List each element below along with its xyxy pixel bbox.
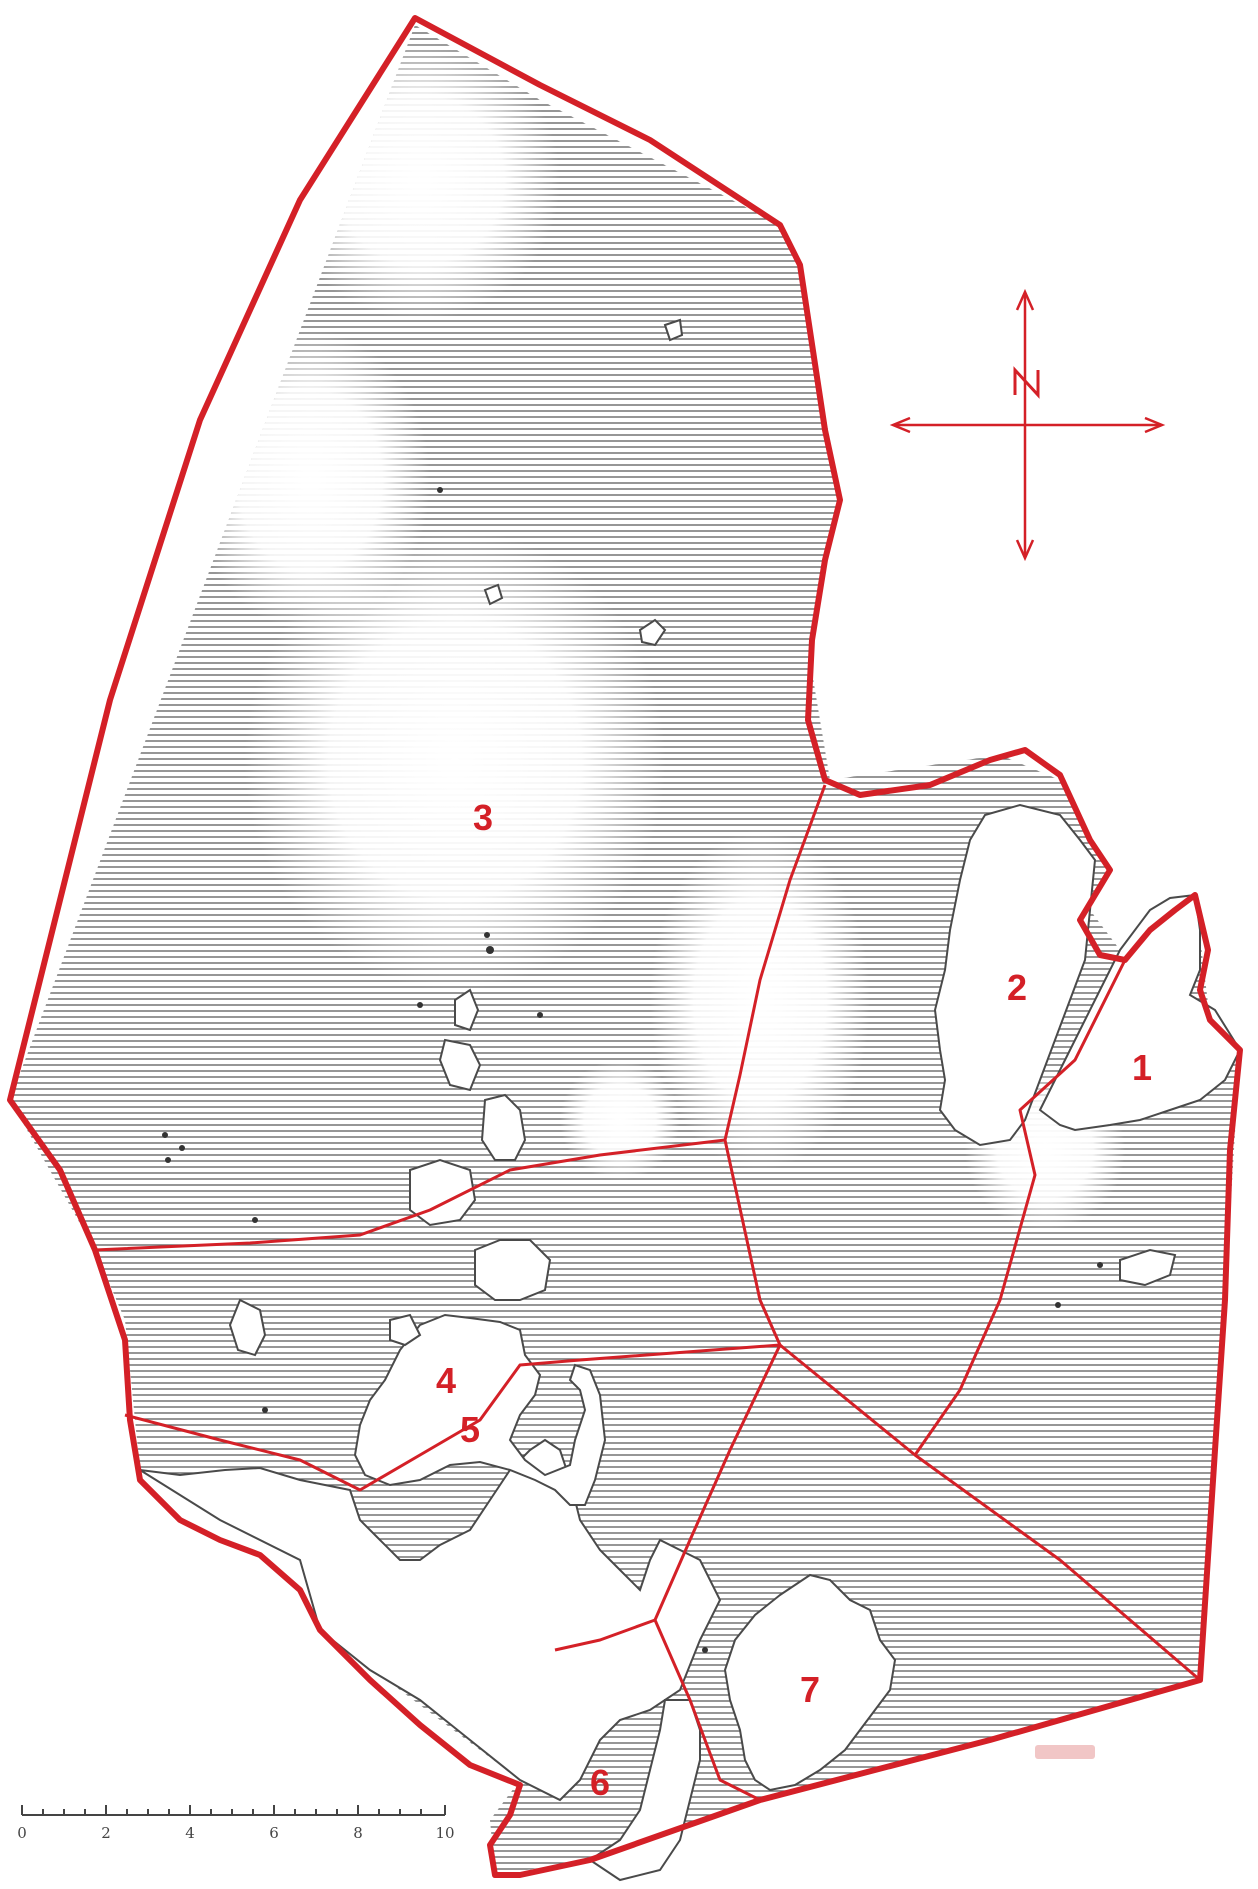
north-arrowhead-bottom xyxy=(1015,539,1035,562)
landmasses xyxy=(139,318,1242,1882)
region-label-6: 6 xyxy=(590,1762,610,1803)
region-label-1: 1 xyxy=(1132,1047,1152,1088)
boundary-7-east xyxy=(779,1343,1201,1682)
boundary-3-2 xyxy=(723,784,827,1141)
scale-tick-10: 10 xyxy=(435,1824,454,1842)
boundary-3-7 xyxy=(723,1139,782,1346)
mainland-south xyxy=(139,1438,722,1802)
scale-tick-8: 8 xyxy=(353,1824,363,1842)
west-arrowhead xyxy=(889,416,911,434)
region-label-7: 7 xyxy=(800,1669,820,1710)
islet-dots xyxy=(162,487,1103,1653)
peninsula-2 xyxy=(933,803,1097,1147)
east-arrowhead xyxy=(1144,416,1166,434)
scale-bar: 0 2 4 6 8 10 xyxy=(17,1805,455,1842)
scale-tick-6: 6 xyxy=(269,1824,279,1842)
boundary-lines xyxy=(7,15,1243,1878)
scale-tick-2: 2 xyxy=(101,1824,111,1842)
region-label-4: 4 xyxy=(436,1360,456,1401)
north-letter-glyph xyxy=(1013,366,1040,399)
boundary-2-1 xyxy=(913,959,1127,1456)
region-label-5: 5 xyxy=(460,1409,480,1450)
north-arrow xyxy=(889,288,1166,562)
faint-stamp-mark xyxy=(1035,1745,1095,1759)
outer-boundary xyxy=(7,15,1243,1878)
boundary-4-5 xyxy=(124,1343,781,1492)
region-label-2: 2 xyxy=(1007,967,1027,1008)
boundary-6-west xyxy=(554,1618,656,1652)
region-labels: 1 2 3 4 5 6 7 xyxy=(436,797,1152,1803)
island-7 xyxy=(723,1573,897,1792)
boundary-3-4 xyxy=(94,1138,726,1252)
scale-tick-4: 4 xyxy=(185,1824,195,1842)
north-arrowhead-top xyxy=(1015,288,1035,311)
region-label-3: 3 xyxy=(473,797,493,838)
scale-tick-0: 0 xyxy=(17,1824,27,1842)
